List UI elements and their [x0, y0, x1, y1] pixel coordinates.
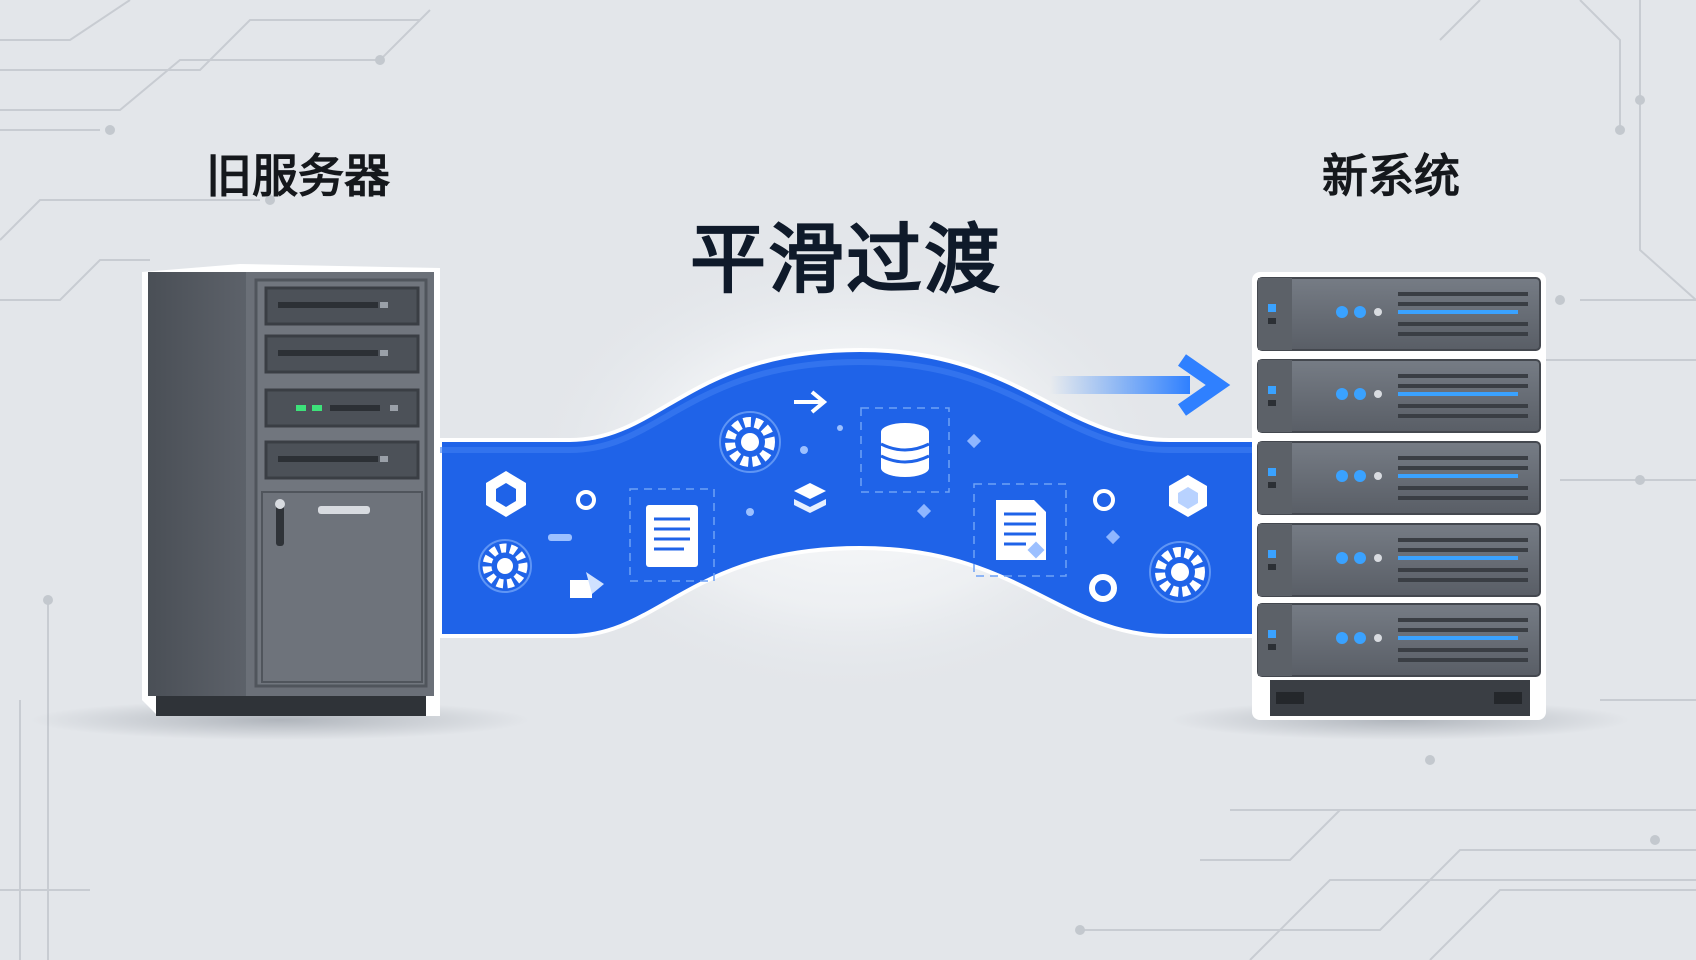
drive-bay	[264, 286, 420, 326]
flow-highlight	[440, 358, 1262, 453]
flow-dots	[548, 425, 843, 541]
database-icon	[860, 407, 950, 493]
ring-icon	[576, 490, 596, 510]
status-led-blue	[1354, 388, 1366, 400]
old-server-label: 旧服务器	[206, 149, 390, 203]
rack-unit	[1257, 359, 1541, 433]
status-led-blue	[1336, 470, 1348, 482]
old-server	[142, 264, 440, 716]
layers-icon	[794, 483, 826, 513]
drive-bay	[264, 440, 420, 480]
diamond-icon	[916, 433, 1121, 545]
circuit-nodes	[43, 55, 1660, 935]
rack-unit	[1257, 603, 1541, 677]
cube-icon	[486, 471, 526, 517]
status-led-green	[296, 405, 306, 411]
status-led-blue	[1354, 306, 1366, 318]
rack-base	[1270, 680, 1530, 716]
status-led-blue	[1354, 632, 1366, 644]
rack-unit	[1257, 523, 1541, 597]
gear-icon	[719, 411, 781, 473]
new-server	[1252, 272, 1546, 720]
transition-arrow	[1050, 354, 1231, 416]
status-led-blue	[1336, 306, 1348, 318]
gear-icon	[1149, 541, 1211, 603]
rack-unit	[1257, 277, 1541, 351]
new-system-label: 新系统	[1322, 149, 1460, 203]
gear-icon	[478, 539, 532, 593]
old-server-base	[156, 694, 426, 716]
ring-icon	[1089, 489, 1117, 602]
status-led-blue	[1336, 552, 1348, 564]
box-arrow-icon	[570, 572, 604, 598]
door-panel	[261, 491, 423, 683]
status-led-green	[312, 405, 322, 411]
arrow-icon	[794, 390, 828, 414]
drive-bay	[264, 388, 420, 428]
drive-bay	[264, 334, 420, 374]
rack-unit	[1257, 441, 1541, 515]
transition-title: 平滑过渡	[690, 215, 1002, 304]
door-latch	[276, 502, 284, 546]
status-led-blue	[1354, 552, 1366, 564]
status-led-blue	[1336, 388, 1348, 400]
status-led-blue	[1336, 632, 1348, 644]
document-icon	[629, 488, 715, 582]
door-handle	[318, 506, 370, 514]
cube-icon	[1169, 475, 1207, 517]
status-led-blue	[1354, 470, 1366, 482]
data-file-icon	[973, 483, 1067, 577]
old-server-side	[148, 272, 248, 696]
